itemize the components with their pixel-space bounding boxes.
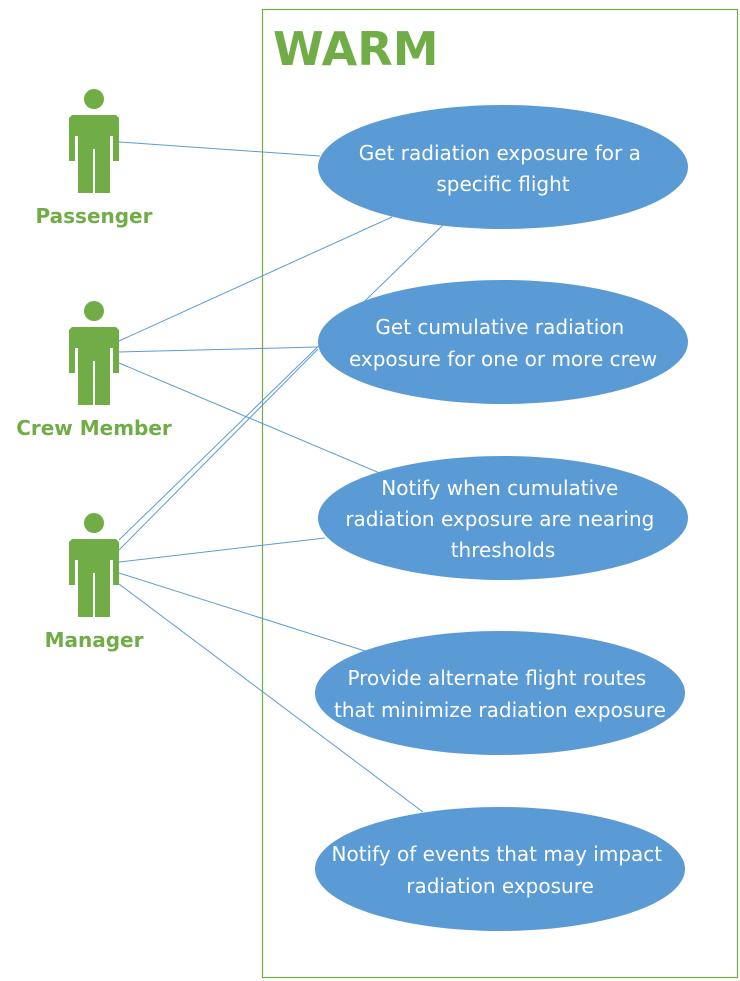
actor-label: Crew Member bbox=[16, 416, 172, 440]
actor-passenger[interactable]: Passenger bbox=[36, 89, 153, 228]
use-case-alternate-routes[interactable]: Provide alternate flight routes that min… bbox=[315, 631, 685, 755]
use-case-label: Provide alternate flight routes that min… bbox=[334, 666, 666, 722]
association-crew-uc3 bbox=[118, 362, 383, 475]
system-boundary bbox=[261, 8, 739, 979]
use-case-ellipse[interactable] bbox=[315, 807, 685, 931]
actor-crew-member[interactable]: Crew Member bbox=[16, 301, 172, 440]
association-manager-uc2 bbox=[118, 348, 319, 551]
use-case-ellipse[interactable] bbox=[318, 280, 688, 404]
use-case-get-flight-exposure[interactable]: Get radiation exposure for a specific fl… bbox=[318, 105, 688, 229]
use-case-label: Get radiation exposure for a specific fl… bbox=[359, 141, 647, 196]
actor-head bbox=[84, 513, 104, 533]
use-case-ellipse[interactable] bbox=[315, 631, 685, 755]
actor-body bbox=[69, 115, 119, 193]
actor-manager[interactable]: Manager bbox=[45, 513, 144, 652]
actor-head bbox=[84, 89, 104, 109]
person-icon bbox=[69, 513, 119, 617]
person-icon bbox=[69, 301, 119, 405]
use-case-ellipse[interactable] bbox=[318, 105, 688, 229]
use-case-label: Notify when cumulative radiation exposur… bbox=[345, 476, 660, 562]
actor-body bbox=[69, 539, 119, 617]
use-case-label: Notify of events that may impact radiati… bbox=[332, 842, 669, 898]
use-case-label: Get cumulative radiation exposure for on… bbox=[349, 315, 657, 371]
actor-head bbox=[84, 301, 104, 321]
use-case-notify-thresholds[interactable]: Notify when cumulative radiation exposur… bbox=[318, 456, 688, 580]
associations bbox=[118, 141, 444, 813]
actor-body bbox=[69, 327, 119, 405]
association-manager-uc3 bbox=[118, 537, 326, 563]
association-crew-uc2 bbox=[118, 346, 319, 353]
person-icon bbox=[69, 89, 119, 193]
use-case-notify-events[interactable]: Notify of events that may impact radiati… bbox=[315, 807, 685, 931]
association-crew-uc1 bbox=[118, 216, 393, 342]
association-manager-uc5 bbox=[118, 583, 424, 813]
actor-label: Passenger bbox=[36, 204, 153, 228]
use-case-get-cumulative-exposure[interactable]: Get cumulative radiation exposure for on… bbox=[318, 280, 688, 404]
association-passenger-uc1 bbox=[118, 141, 321, 157]
use-case-ellipse[interactable] bbox=[318, 456, 688, 580]
actor-label: Manager bbox=[45, 628, 144, 652]
system-title: WARM bbox=[273, 22, 438, 76]
association-manager-uc1 bbox=[118, 224, 444, 541]
association-manager-uc4 bbox=[118, 572, 366, 652]
